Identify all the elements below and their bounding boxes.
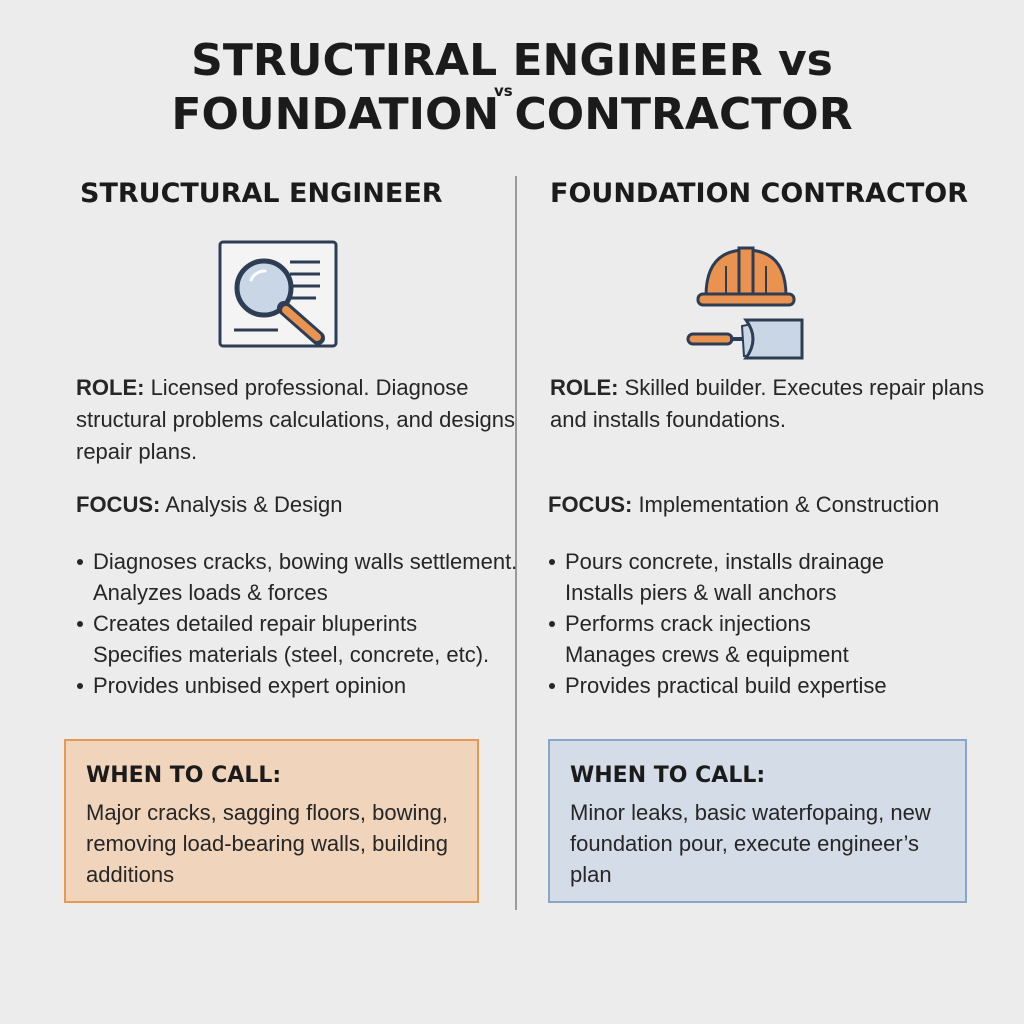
list-item: Provides practical build expertise	[548, 670, 887, 701]
engineer-focus: FOCUS: Analysis & Design	[76, 489, 343, 521]
contractor-bullet-list: Pours concrete, installs drainage Instal…	[548, 546, 887, 701]
engineer-role: ROLE: Licensed professional. Diagnose st…	[76, 372, 526, 468]
list-item: Pours concrete, installs drainage	[548, 546, 887, 577]
list-item: Provides unbised expert opinion	[76, 670, 517, 701]
engineer-when-to-call-box: WHEN TO CALL: Major cracks, sagging floo…	[64, 739, 479, 903]
engineer-role-label: ROLE:	[76, 375, 145, 400]
contractor-role-text: Skilled builder. Executes repair plans a…	[550, 375, 985, 432]
title-line-1: STRUCTIRAL ENGINEER vs	[191, 35, 833, 86]
contractor-focus-label: FOCUS:	[548, 492, 633, 517]
contractor-focus: FOCUS: Implementation & Construction	[548, 489, 939, 521]
hardhat-trowel-icon	[684, 244, 808, 367]
engineer-bullet-list: Diagnoses cracks, bowing walls settlemen…	[76, 546, 517, 701]
list-item: Installs piers & wall anchors	[565, 580, 837, 605]
contractor-when-to-call-box: WHEN TO CALL: Minor leaks, basic waterfo…	[548, 739, 967, 903]
contractor-when-to-call-text: Minor leaks, basic waterfopaing, new fou…	[570, 800, 931, 887]
engineer-when-to-call-title: WHEN TO CALL:	[86, 763, 282, 788]
foundation-contractor-heading: FOUNDATION CONTRACTOR	[550, 178, 968, 209]
engineer-role-text: Licensed professional. Diagnose structur…	[76, 375, 516, 464]
title-vs-small: vs	[494, 82, 513, 100]
title-line-2: FOUNDATION CONTRACTOR	[171, 89, 853, 140]
column-divider	[515, 176, 517, 910]
list-item: Analyzes loads & forces	[93, 580, 328, 605]
page-title: STRUCTIRAL ENGINEER vs FOUNDATION CONTRA…	[0, 34, 1024, 142]
list-item: Specifies materials (steel, concrete, et…	[93, 642, 490, 667]
engineer-focus-text: Analysis & Design	[160, 492, 343, 517]
list-item: Manages crews & equipment	[565, 642, 849, 667]
contractor-role-label: ROLE:	[550, 375, 619, 400]
contractor-role: ROLE: Skilled builder. Executes repair p…	[550, 372, 1000, 436]
contractor-focus-text: Implementation & Construction	[632, 492, 940, 517]
list-item: Diagnoses cracks, bowing walls settlemen…	[76, 546, 517, 577]
list-item: Creates detailed repair bluperints	[76, 608, 517, 639]
document-magnifier-icon	[218, 240, 340, 355]
engineer-when-to-call-text: Major cracks, sagging floors, bowing, re…	[86, 800, 448, 887]
contractor-when-to-call-title: WHEN TO CALL:	[570, 763, 766, 788]
structural-engineer-heading: STRUCTURAL ENGINEER	[80, 178, 443, 209]
list-item: Performs crack injections	[548, 608, 887, 639]
engineer-focus-label: FOCUS:	[76, 492, 161, 517]
